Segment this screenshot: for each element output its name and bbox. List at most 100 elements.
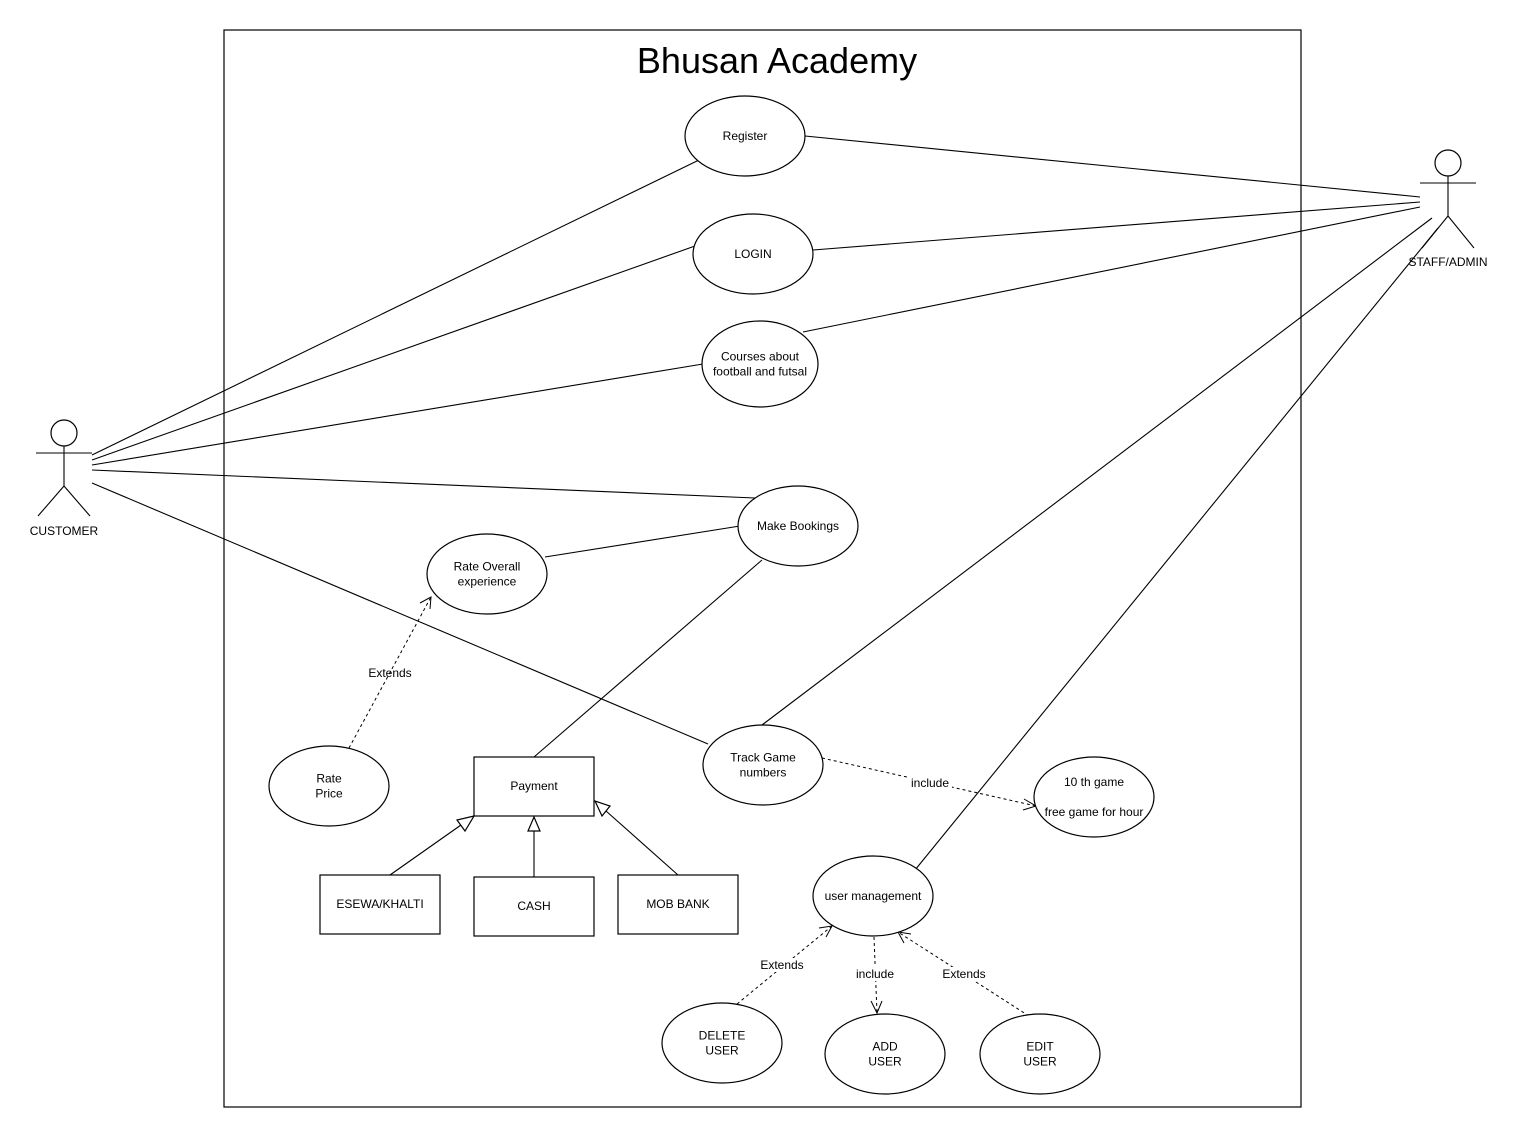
login-label-line: LOGIN [734,247,771,261]
assoc-staff-track-game [761,217,1433,726]
tenth-game-label-line: free game for hour [1045,805,1144,819]
generalizations [389,799,679,877]
assoc-staff-register [804,135,1421,198]
usecase-register [684,95,806,177]
actor-customer-right-leg [63,485,91,517]
usecase-track-game [702,724,824,806]
class-payment [473,756,595,817]
usecase-tenth-game [1033,756,1155,838]
assoc-customer-login [91,245,696,461]
usecase-tenth-game-label: 10 th game free game for hour [1045,775,1144,819]
extends-delete-arrow [818,925,833,938]
actor-customer-label: CUSTOMER [30,524,99,538]
include-add-label-bg [854,967,896,981]
class-cash [473,876,595,937]
associations [91,135,1439,871]
courses-label-line: Courses about [721,350,800,364]
edit-user-label-line: USER [1023,1055,1057,1069]
actor-customer-head [50,419,78,447]
actor-staff-left-leg [1421,215,1449,249]
usecase-login [692,213,814,295]
usecase-edit-user [979,1013,1101,1095]
usecase-add-user [824,1013,946,1095]
include-add-label: include [856,967,894,981]
system-boundary [223,29,1302,1108]
system-title: Bhusan Academy [637,40,917,81]
add-user-label-line: USER [868,1055,902,1069]
extends-rate-label: Extends [368,666,411,680]
class-esewa-khalti [319,874,441,935]
tenth-game-label-line: 10 th game [1064,775,1124,789]
rate-overall-label-line: experience [458,575,517,589]
extends-edit-line [897,931,1030,1017]
assoc-customer-bookings [91,469,756,499]
bookings-label-line: Make Bookings [757,519,839,533]
class-cash-label: CASH [517,899,550,913]
assoc-customer-track-game [91,482,709,745]
assoc-customer-courses [91,363,704,466]
register-label-line: Register [723,129,768,143]
usecase-rate-overall [426,533,548,615]
extends-edit-arrow [897,931,912,944]
rate-price-label-line: Price [315,787,343,801]
edit-user-label-line: EDIT [1026,1040,1054,1054]
actor-customer: CUSTOMER [30,419,99,538]
actor-staff: STAFF/ADMIN [1408,149,1488,269]
rate-price-label-line: Rate [316,772,342,786]
assoc-staff-user-mgmt [914,227,1439,871]
actor-staff-label: STAFF/ADMIN [1408,255,1487,269]
class-payment-label: Payment [510,779,558,793]
assoc-staff-courses [802,206,1421,333]
include-track-label-bg [908,776,952,790]
usecase-make-bookings-label: Make Bookings [757,519,839,533]
include-track-label: include [911,776,949,790]
add-user-label-line: ADD [872,1040,898,1054]
gen-mobbank-line [605,810,679,876]
payment-classes: Payment ESEWA/KHALTI CASH MOB BANK [319,756,739,937]
assoc-payment-bookings [533,559,763,758]
gen-mobbank-arrowhead [593,799,612,818]
actor-staff-head [1434,149,1462,177]
dependencies: Extends include Extends include Extends [348,596,1038,1017]
extends-rate-price-arrow [419,596,432,610]
class-esewa-khalti-label: ESEWA/KHALTI [336,897,423,911]
user-mgmt-label-line: user management [825,889,922,903]
rate-overall-label-line: Rate Overall [454,560,521,574]
extends-delete-label: Extends [760,958,803,972]
class-mob-bank [617,874,739,935]
extends-edit-label-bg [942,967,986,981]
usecase-user-management-label: user management [825,889,922,903]
usecase-delete-user [661,1002,783,1084]
usecase-register-label: Register [723,129,768,143]
gen-esewa-line [389,824,462,876]
include-add-arrow [870,1000,883,1015]
gen-esewa-arrowhead [455,815,476,833]
actor-staff-right-leg [1447,215,1475,249]
gen-cash-arrowhead [527,815,541,832]
extends-edit-label: Extends [942,967,985,981]
extends-delete-label-bg [760,958,804,972]
actor-customer-left-leg [37,485,65,517]
usecase-courses [701,320,819,408]
extends-rate-price-line [348,596,432,749]
assoc-staff-login [812,201,1421,251]
delete-user-label-line: DELETE [699,1029,746,1043]
usecase-user-management [812,855,934,937]
assoc-rate-bookings [544,525,741,558]
track-game-label-line: numbers [740,766,787,780]
track-game-label-line: Track Game [730,751,796,765]
usecase-make-bookings [737,485,859,567]
usecase-rate-price [268,745,390,827]
usecase-login-label: LOGIN [734,247,771,261]
assoc-customer-register [91,159,700,456]
courses-label-line: football and futsal [713,365,807,379]
class-mob-bank-label: MOB BANK [646,897,709,911]
